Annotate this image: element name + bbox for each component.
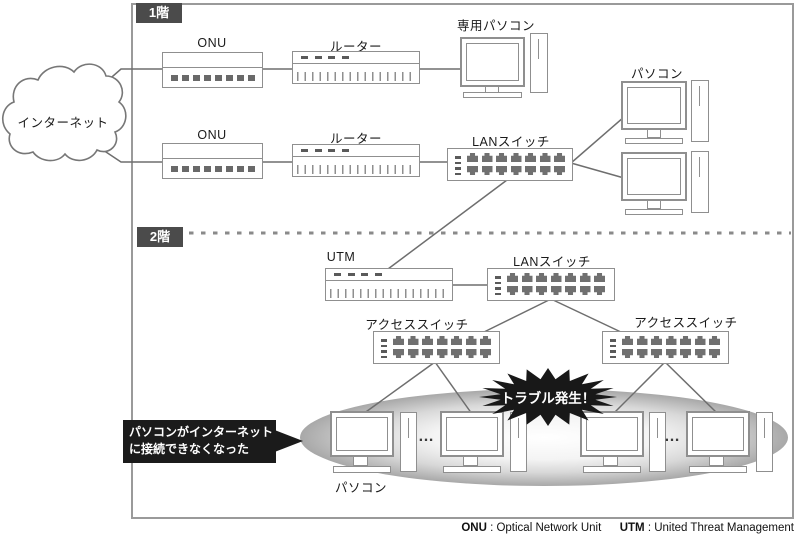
onu-panel xyxy=(163,144,262,160)
callout-line1: パソコンがインターネット xyxy=(129,425,274,439)
monitor-stand xyxy=(353,457,368,466)
onu-top-label: ONU xyxy=(197,36,227,50)
pc-tower xyxy=(649,412,666,472)
onu-panel xyxy=(163,53,262,69)
monitor-stand xyxy=(603,457,618,466)
access-switch-left-device xyxy=(373,331,500,364)
onu-ports xyxy=(163,159,262,178)
lan-switch-f1-device xyxy=(447,148,573,181)
switch-ports xyxy=(467,153,567,179)
onu-top-device xyxy=(162,52,263,88)
trouble-label: トラブル発生！ xyxy=(500,391,596,406)
pc-tower xyxy=(530,33,548,93)
switch-vents xyxy=(455,156,461,175)
screen xyxy=(466,43,519,81)
footer-legend: ONU : Optical Network Unit UTM : United … xyxy=(461,522,794,534)
monitor xyxy=(580,411,644,457)
monitor-base xyxy=(689,466,747,473)
pc-tower xyxy=(756,412,773,472)
monitor-base xyxy=(463,92,522,98)
floor1-tag: 1階 xyxy=(136,3,182,23)
callout-box: パソコンがインターネット に接続できなくなった xyxy=(123,420,276,463)
router-leds xyxy=(293,145,419,157)
monitor-base xyxy=(625,138,683,144)
screen xyxy=(446,417,498,451)
router-bottom-device xyxy=(292,144,420,177)
router-leds xyxy=(293,52,419,64)
utm-vents xyxy=(330,289,448,298)
floor2-tag: 2階 xyxy=(137,227,183,247)
monitor-stand xyxy=(463,457,478,466)
building-outline xyxy=(131,3,794,519)
screen xyxy=(586,417,638,451)
router-top-label: ルーター xyxy=(329,40,383,54)
callout-line2: に接続できなくなった xyxy=(129,442,250,457)
router-vents xyxy=(297,165,415,174)
lan-switch-f2-device xyxy=(487,268,615,301)
onu-ports xyxy=(163,68,262,87)
monitor-stand xyxy=(709,457,724,466)
callout-tail xyxy=(272,429,303,453)
router-top-device xyxy=(292,51,420,84)
access-switch-right-device xyxy=(602,331,729,364)
switch-vents xyxy=(495,276,501,295)
monitor-base xyxy=(625,209,683,215)
switch-vents xyxy=(610,339,616,358)
pc-f1-label: パソコン xyxy=(630,67,684,81)
monitor-base xyxy=(583,466,641,473)
dedicated-pc-label: 専用パソコン xyxy=(456,19,536,33)
switch-ports xyxy=(393,336,494,362)
internet-label: インターネット xyxy=(17,116,109,130)
ellipsis-left: … xyxy=(418,428,434,445)
monitor-base xyxy=(333,466,391,473)
pc-bottom-label: パソコン xyxy=(334,481,388,495)
onu-bottom-label: ONU xyxy=(197,128,227,142)
monitor xyxy=(460,37,525,87)
access-switch-right-label: アクセススイッチ xyxy=(634,316,738,330)
screen xyxy=(627,87,681,124)
access-switch-left-label: アクセススイッチ xyxy=(365,318,469,332)
utm-leds xyxy=(326,269,452,281)
monitor-stand xyxy=(647,201,661,209)
screen xyxy=(336,417,388,451)
monitor xyxy=(621,81,687,130)
screen xyxy=(692,417,744,451)
utm-label: UTM xyxy=(326,250,356,264)
switch-ports xyxy=(507,273,609,299)
footer-utm-def: : United Threat Management xyxy=(647,522,794,534)
monitor xyxy=(330,411,394,457)
pc-tower xyxy=(400,412,417,472)
footer-onu-abbr: ONU xyxy=(461,522,487,534)
screen xyxy=(627,158,681,195)
pc-tower xyxy=(691,151,709,213)
pc-tower xyxy=(510,412,527,472)
monitor xyxy=(686,411,750,457)
switch-ports xyxy=(622,336,723,362)
pc-tower xyxy=(691,80,709,142)
monitor xyxy=(440,411,504,457)
internet-cloud xyxy=(2,63,127,162)
onu-bottom-device xyxy=(162,143,263,179)
router-bottom-label: ルーター xyxy=(329,132,383,146)
utm-device xyxy=(325,268,453,301)
footer-utm-abbr: UTM xyxy=(619,522,645,534)
lan-switch-f2-label: LANスイッチ xyxy=(513,255,591,269)
monitor xyxy=(621,152,687,201)
footer-onu-def: : Optical Network Unit xyxy=(490,522,602,534)
switch-vents xyxy=(381,339,387,358)
monitor-base xyxy=(443,466,501,473)
monitor-stand xyxy=(647,130,661,138)
router-vents xyxy=(297,72,415,81)
ellipsis-right: … xyxy=(664,428,680,445)
lan-switch-f1-label: LANスイッチ xyxy=(472,135,550,149)
